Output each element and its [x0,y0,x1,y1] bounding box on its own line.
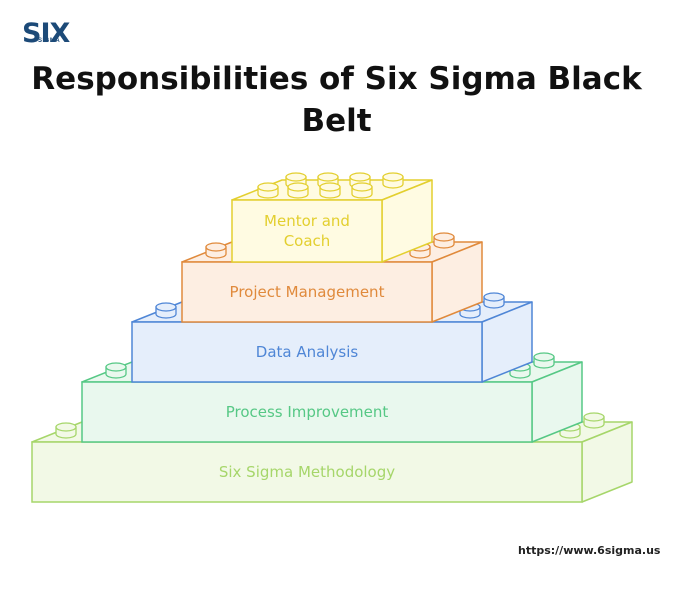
brick-stud-top [433,232,455,242]
brick-stud-top [382,172,404,182]
brick-stud-top [483,292,505,302]
brick-label: Mentor and [264,212,350,230]
brick-label: Six Sigma Methodology [219,463,395,481]
brick-front-face [31,441,583,503]
brick-stud-top [55,422,77,432]
logo-text: SIX [22,18,70,49]
brick-stud-top [257,182,279,192]
page-title: Responsibilities of Six Sigma Black Belt [31,61,642,139]
brick-label: Data Analysis [256,343,359,361]
six-sigma-logo: SIX SIGMA [22,18,72,50]
brick-stud-top [583,412,605,422]
brick-stud-top [533,352,555,362]
brick-stud-top [351,182,373,192]
brick-stud-top [155,302,177,312]
brick-stud-top [287,182,309,192]
brick-stud-top [285,172,307,182]
logo-subtext: SIGMA [38,38,61,44]
brick-label: Project Management [230,283,385,301]
brick-stud-top [205,242,227,252]
brick-stud-top [317,172,339,182]
brick-front-face [231,199,383,263]
brick-front-face [181,261,433,323]
brick-stud-top [319,182,341,192]
brick-stud-top [349,172,371,182]
brick-stud-top [105,362,127,372]
brick-label: Coach [284,232,331,250]
brick-front-face [131,321,483,383]
source-url: https://www.6sigma.us [518,544,661,557]
brick-label: Process Improvement [226,403,389,421]
